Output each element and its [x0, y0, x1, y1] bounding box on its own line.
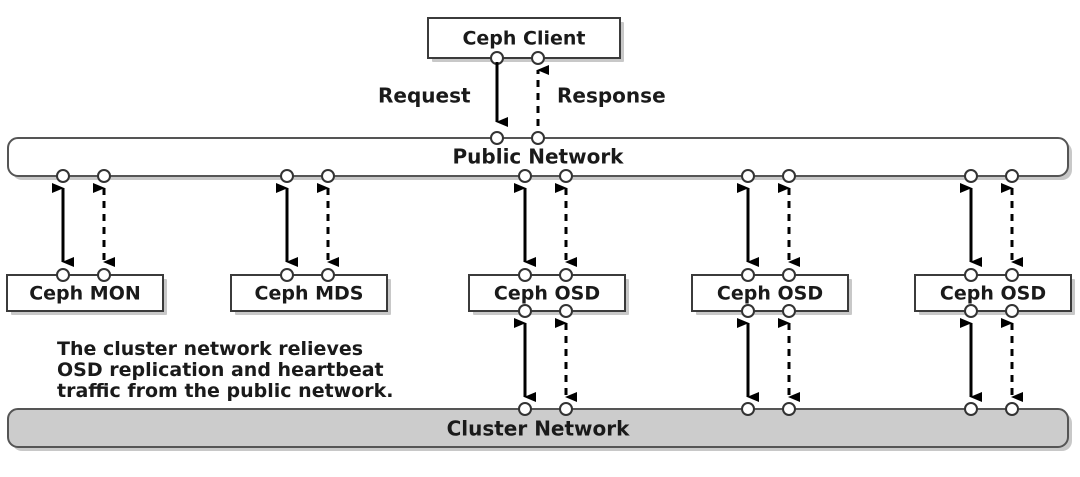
response-label: Response [557, 84, 666, 108]
cluster-network-port-osd1-solid [518, 402, 532, 416]
cluster-network-port-osd3-dashed [1005, 402, 1019, 416]
public-network-label: Public Network [453, 145, 625, 169]
ceph-osd-1-top-port-solid [518, 268, 532, 282]
cluster-network-port-osd1-dashed [559, 402, 573, 416]
note-line-2: OSD replication and heartbeat [57, 359, 384, 381]
ceph-osd-1-box [468, 274, 626, 312]
cluster-network-note: The cluster network relieves OSD replica… [57, 338, 394, 402]
public-network-port-mon-solid [56, 169, 70, 183]
request-label: Request [378, 84, 471, 108]
ceph-osd-3-top-port-dashed [1005, 268, 1019, 282]
cluster-network-port-osd2-solid [741, 402, 755, 416]
client-to-public-network-links: Request Response [378, 62, 666, 127]
public-network-port-osd1-solid [518, 169, 532, 183]
ceph-osd-1-top-port-dashed [559, 268, 573, 282]
ceph-osd-2-top-port-dashed [782, 268, 796, 282]
cluster-network-label: Cluster Network [447, 417, 631, 441]
ceph-client-label: Ceph Client [462, 28, 585, 50]
ceph-osd-3-node: Ceph OSD [914, 268, 1075, 318]
ceph-osd-2-box [691, 274, 849, 312]
public-network-port-osd2-solid [741, 169, 755, 183]
cluster-network-box [7, 408, 1069, 448]
ceph-osd-2-label: Ceph OSD [717, 283, 823, 305]
public-network-port-osd3-dashed [1005, 169, 1019, 183]
ceph-osd-3-label: Ceph OSD [940, 283, 1046, 305]
ceph-osd-3-top-port-solid [964, 268, 978, 282]
ceph-osd-1-label: Ceph OSD [494, 283, 600, 305]
note-line-1: The cluster network relieves [57, 338, 363, 360]
ceph-mds-node: Ceph MDS [230, 268, 391, 315]
ceph-osd-1-bottom-port-solid [518, 304, 532, 318]
public-network-port-osd1-dashed [559, 169, 573, 183]
public-network-bar: Public Network [7, 131, 1072, 183]
public-network-port-mds-dashed [321, 169, 335, 183]
ceph-osd-2-bottom-port-solid [741, 304, 755, 318]
ceph-osd-3-bottom-port-solid [964, 304, 978, 318]
cluster-network-port-osd2-dashed [782, 402, 796, 416]
ceph-osd-3-box [914, 274, 1072, 312]
ceph-mon-box [6, 274, 164, 312]
ceph-client-box [427, 17, 621, 59]
ceph-mds-label: Ceph MDS [255, 283, 364, 305]
ceph-osd-2-node: Ceph OSD [691, 268, 852, 318]
ceph-client-node: Ceph Client [427, 17, 624, 65]
ceph-mon-label: Ceph MON [29, 283, 141, 305]
ceph-mds-box [230, 274, 388, 312]
public-network-port-osd2-dashed [782, 169, 796, 183]
ceph-mon-node: Ceph MON [6, 268, 167, 315]
public-network-top-port-response [531, 131, 545, 145]
ceph-client-port-response [531, 51, 545, 65]
public-network-port-mon-dashed [97, 169, 111, 183]
cluster-network-bar: Cluster Network [7, 402, 1072, 451]
public-network-daemon-links [52, 183, 1023, 267]
ceph-osd-1-bottom-port-dashed [559, 304, 573, 318]
public-network-port-mds-solid [280, 169, 294, 183]
ceph-mds-top-port-dashed [321, 268, 335, 282]
note-line-3: traffic from the public network. [57, 380, 394, 402]
public-network-port-osd3-solid [964, 169, 978, 183]
ceph-osd-2-top-port-solid [741, 268, 755, 282]
ceph-osd-1-node: Ceph OSD [468, 268, 629, 318]
ceph-osd-2-bottom-port-dashed [782, 304, 796, 318]
cluster-network-osd-links [514, 318, 1023, 402]
ceph-mon-top-port-dashed [97, 268, 111, 282]
ceph-mon-top-port-solid [56, 268, 70, 282]
public-network-top-port-request [490, 131, 504, 145]
ceph-osd-3-bottom-port-dashed [1005, 304, 1019, 318]
cluster-network-port-osd3-solid [964, 402, 978, 416]
ceph-mds-top-port-solid [280, 268, 294, 282]
